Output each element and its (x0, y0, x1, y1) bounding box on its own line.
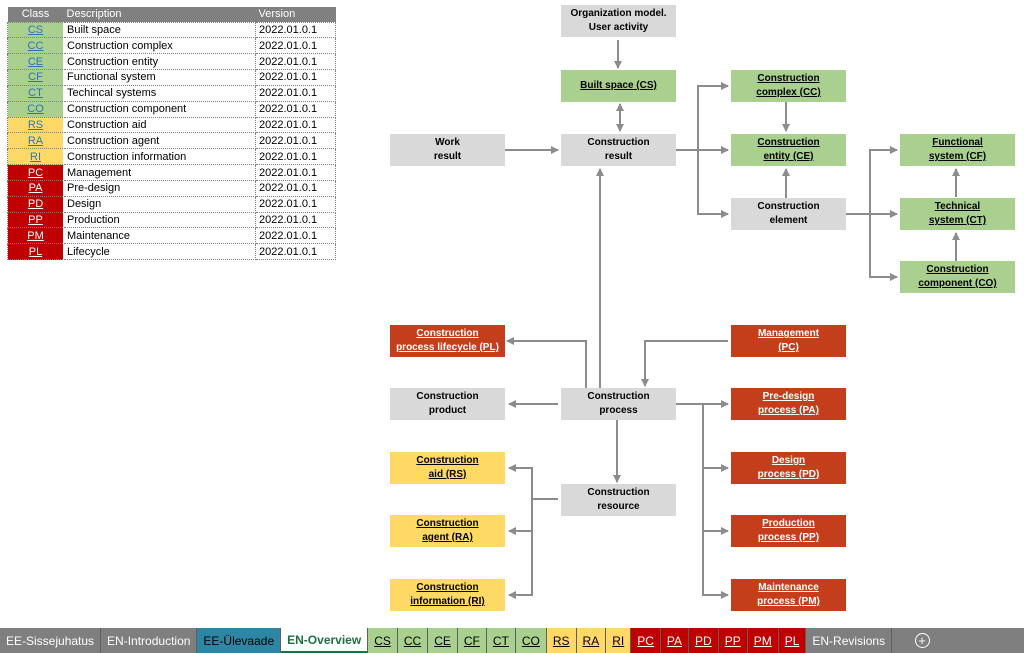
sheet-tab[interactable]: PA (660, 628, 690, 653)
node-pre-design-process[interactable]: Pre-design process (PA) (731, 388, 846, 420)
class-version[interactable]: 2022.01.0.1 (255, 84, 336, 102)
class-version[interactable]: 2022.01.0.1 (255, 53, 336, 71)
node-work-result[interactable]: Work result (390, 134, 505, 166)
class-description[interactable]: Production (63, 211, 256, 229)
connector (506, 337, 587, 388)
connector (508, 464, 533, 499)
sheet-tab[interactable]: PC (631, 628, 661, 653)
class-code-link[interactable]: PP (7, 211, 64, 229)
node-construction-product[interactable]: Construction product (390, 388, 505, 420)
connector (697, 150, 729, 218)
sheet-tab[interactable]: PD (689, 628, 719, 653)
connector-layer (505, 40, 960, 599)
header-class[interactable]: Class (7, 7, 64, 22)
class-version[interactable]: 2022.01.0.1 (255, 37, 336, 55)
node-construction-process[interactable]: Construction process (561, 388, 676, 420)
node-construction-entity[interactable]: Construction entity (CE) (731, 134, 846, 166)
node-production-process[interactable]: Production process (PP) (731, 515, 846, 547)
class-description[interactable]: Construction entity (63, 53, 256, 71)
node-design-process[interactable]: Design process (PD) (731, 452, 846, 484)
node-construction-resource[interactable]: Construction resource (561, 484, 676, 516)
class-code-link[interactable]: PL (7, 243, 64, 261)
class-version[interactable]: 2022.01.0.1 (255, 179, 336, 197)
node-construction-agent[interactable]: Construction agent (RA) (390, 515, 505, 547)
table-header-row: Class Description Version (7, 7, 336, 22)
sheet-tab[interactable]: EE-Ülevaade (197, 628, 282, 653)
sheet-tab[interactable]: PL (778, 628, 807, 653)
class-version[interactable]: 2022.01.0.1 (255, 69, 336, 86)
sheet-tab[interactable]: CT (486, 628, 516, 653)
connector (508, 499, 533, 535)
sheet-tab[interactable]: CO (515, 628, 547, 653)
class-code-link[interactable]: CT (7, 84, 64, 102)
connector (869, 214, 898, 281)
header-description[interactable]: Description (63, 7, 256, 22)
node-construction-aid[interactable]: Construction aid (RS) (390, 452, 505, 484)
class-code-link[interactable]: PC (7, 164, 64, 181)
class-code-link[interactable]: RS (7, 116, 64, 134)
node-org-model[interactable]: Organization model. User activity (561, 5, 676, 37)
class-code-link[interactable]: CE (7, 53, 64, 71)
class-description[interactable]: Lifecycle (63, 243, 256, 261)
sheet-tab[interactable]: PM (747, 628, 779, 653)
plus-circle-icon: + (914, 633, 930, 648)
node-maintenance-process[interactable]: Maintenance process (PM) (731, 579, 846, 611)
class-code-link[interactable]: PD (7, 195, 64, 213)
class-code-link[interactable]: PA (7, 179, 64, 197)
class-description[interactable]: Built space (63, 21, 256, 39)
header-version[interactable]: Version (255, 7, 336, 22)
connector (641, 340, 728, 387)
sheet-tab[interactable]: CF (457, 628, 487, 653)
class-description[interactable]: Maintenance (63, 227, 256, 245)
sheet-tab[interactable]: EN-Introduction (101, 628, 198, 653)
sheet-tab[interactable]: EE-Sissejuhatus (0, 628, 102, 653)
node-construction-component[interactable]: Construction component (CO) (900, 261, 1015, 293)
node-functional-system[interactable]: Functional system (CF) (900, 134, 1015, 166)
class-version[interactable]: 2022.01.0.1 (255, 243, 336, 261)
class-version[interactable]: 2022.01.0.1 (255, 227, 336, 245)
sheet-tab[interactable]: CC (397, 628, 429, 653)
connector (702, 468, 729, 535)
sheet-tab[interactable]: EN-Revisions (806, 628, 893, 653)
connector (508, 531, 533, 599)
class-description[interactable]: Management (63, 164, 256, 181)
class-version[interactable]: 2022.01.0.1 (255, 195, 336, 213)
node-technical-system[interactable]: Technical system (CT) (900, 198, 1015, 230)
connector (676, 82, 729, 151)
node-management[interactable]: Management (PC) (731, 325, 846, 357)
node-construction-complex[interactable]: Construction complex (CC) (731, 70, 846, 102)
sheet-tab[interactable]: PP (718, 628, 748, 653)
connector (702, 531, 729, 599)
sheet-tab[interactable]: RI (606, 628, 632, 653)
connector (845, 146, 898, 215)
node-construction-result[interactable]: Construction result (561, 134, 676, 166)
node-process-lifecycle[interactable]: Construction process lifecycle (PL) (390, 325, 505, 357)
sheet-tab[interactable]: RS (546, 628, 577, 653)
class-code-link[interactable]: RA (7, 132, 64, 150)
node-construction-information[interactable]: Construction information (RI) (390, 579, 505, 611)
class-code-link[interactable]: CC (7, 37, 64, 55)
class-description[interactable]: Techincal systems (63, 84, 256, 102)
sheet-tab[interactable]: CE (428, 628, 458, 653)
connector (702, 404, 729, 472)
sheet-tab[interactable]: EN-Overview (281, 628, 369, 653)
add-sheet-button[interactable]: + (892, 628, 952, 653)
sheet-tab[interactable]: CS (368, 628, 398, 653)
sheet-tab[interactable]: RA (576, 628, 607, 653)
node-built-space[interactable]: Built space (CS) (561, 70, 676, 102)
class-description[interactable]: Construction aid (63, 116, 256, 134)
node-construction-element[interactable]: Construction element (731, 198, 846, 230)
overview-diagram: Organization model. User activity Built … (390, 5, 1015, 611)
